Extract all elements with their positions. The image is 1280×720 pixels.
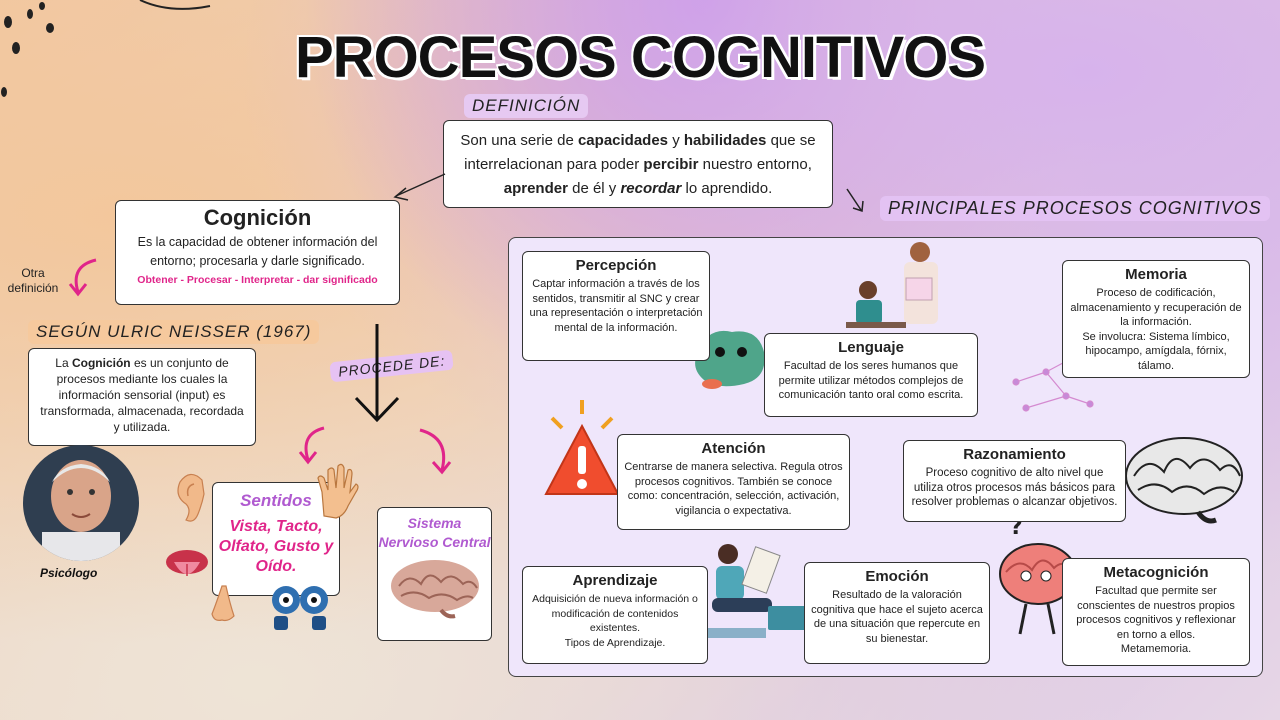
thinking-brain-icon: ? — [999, 515, 1077, 635]
memoria-card: Memoria Proceso de codificación, almacen… — [1062, 260, 1250, 378]
hand-icon — [317, 463, 359, 519]
aprendizaje-card: Aprendizaje Adquisición de nueva informa… — [522, 566, 708, 664]
emocion-card: Emoción Resultado de la valoración cogni… — [804, 562, 990, 664]
tongue-icon — [166, 550, 208, 576]
cognicion-desc: Es la capacidad de obtener información d… — [137, 235, 378, 268]
brain-icon — [390, 560, 479, 619]
metacognicion-card: Metacognición Facultad que permite ser c… — [1062, 558, 1250, 666]
neisser-tag: SEGÚN ULRIC NEISSER (1967) — [28, 320, 320, 344]
atencion-card: Atención Centrarse de manera selectiva. … — [617, 434, 850, 530]
definicion-card: Son una serie de capacidades y habilidad… — [443, 120, 833, 208]
curved-arrow-icon — [419, 428, 452, 475]
monster-icon — [695, 330, 765, 389]
ear-icon — [177, 473, 205, 522]
principales-tag: PRINCIPALES PROCESOS COGNITIVOS — [880, 196, 1270, 221]
curved-arrow-icon — [68, 258, 97, 297]
psychologist-photo — [23, 445, 139, 561]
arrow-icon — [846, 188, 864, 213]
sentidos-title: Sentidos — [240, 491, 312, 510]
snc-card: Sistema Nervioso Central — [377, 507, 492, 641]
cognicion-title: Cognición — [203, 205, 312, 230]
cognicion-pasos: Obtener - Procesar - Interpretar - dar s… — [137, 274, 378, 286]
sentidos-desc: Vista, Tacto, Olfato, Gusto y Oído. — [218, 518, 334, 575]
cognicion-card: Cognición Es la capacidad de obtener inf… — [115, 200, 400, 305]
neisser-card: La Cognición es un conjunto de procesos … — [28, 348, 256, 446]
definicion-tag: DEFINICIÓN — [464, 94, 589, 118]
percepcion-card: Percepción Captar información a través d… — [522, 251, 710, 361]
reading-person-icon — [706, 544, 806, 638]
lenguaje-card: Lenguaje Facultad de los seres humanos q… — [764, 333, 978, 417]
warning-icon — [544, 400, 620, 495]
nose-icon — [211, 585, 235, 622]
binoculars-icon — [272, 586, 328, 630]
arrow-icon — [393, 173, 446, 201]
arrow-icon — [354, 324, 400, 423]
teacher-student-icon — [846, 242, 938, 328]
razonamiento-card: Razonamiento Proceso cognitivo de alto n… — [903, 440, 1126, 522]
snc-title: Sistema Nervioso Central — [378, 515, 491, 550]
page-title: PROCESOS COGNITIVOS — [295, 25, 986, 90]
decorative-corner-marks — [1, 0, 211, 97]
curved-arrow-icon — [298, 426, 325, 465]
otra-definicion: Otra definición — [7, 266, 59, 295]
psicologo-label: Psicólogo — [40, 566, 98, 580]
brain-icon — [1125, 437, 1243, 524]
